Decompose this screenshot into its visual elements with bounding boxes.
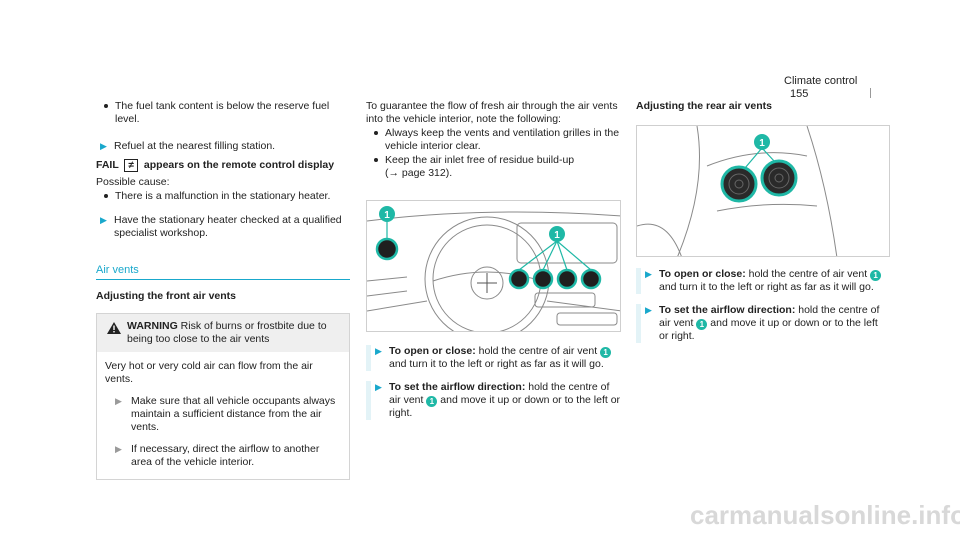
rear-vents-illustration: 1: [636, 125, 890, 257]
warning-box: WARNING Risk of burns or frostbite due t…: [96, 313, 350, 480]
list-item: Always keep the vents and ventilation gr…: [371, 127, 621, 153]
possible-cause-label: Possible cause:: [96, 176, 170, 188]
arrow-icon: ▶: [375, 346, 382, 356]
rear-vents-drawing: 1: [637, 126, 838, 256]
watermark-text: carmanualsonline.info: [690, 500, 960, 530]
warning-body: Very hot or very cold air can flow from …: [97, 352, 349, 479]
arrow-icon: ▶: [100, 141, 107, 151]
column-2: To guarantee the flow of fresh air throu…: [366, 100, 621, 180]
vent-number-badge: 1: [600, 347, 612, 358]
section-name: Climate control: [784, 75, 858, 87]
callout-number: 1: [384, 210, 390, 221]
step-item: ▶ Make sure that all vehicle occupants a…: [115, 395, 336, 433]
list-item: There is a malfunction in the stationary…: [101, 190, 351, 203]
list-item: Keep the air inlet free of residue build…: [371, 154, 621, 180]
column-3-steps: ▶ To open or close: hold the centre of a…: [636, 268, 890, 343]
step-item: ▶ Refuel at the nearest filling station.: [100, 140, 276, 152]
section-title: Air vents: [96, 264, 139, 276]
section-rule: [96, 279, 350, 280]
warning-header: WARNING Risk of burns or frostbite due t…: [97, 314, 349, 352]
arrow-icon: ▶: [115, 396, 122, 406]
vent-number-badge: 1: [426, 396, 438, 407]
vent-number-badge: 1: [870, 270, 882, 281]
list-item: The fuel tank content is below the reser…: [101, 100, 351, 126]
step-item: ▶ If necessary, direct the airflow to an…: [115, 443, 320, 468]
step-item: ▶ To set the airflow direction: hold the…: [636, 304, 890, 343]
callout-number: 1: [759, 138, 765, 149]
page-reference: (→ page 312).: [385, 167, 453, 179]
page-header: Climate control 155: [784, 75, 884, 101]
arrow-icon: ▶: [100, 215, 107, 225]
rear-vents-heading: Adjusting the rear air vents: [636, 100, 772, 112]
dashboard-drawing: 1 1: [367, 206, 620, 331]
fuel-heater-icon: ≠: [124, 159, 138, 172]
step-item: ▶ To open or close: hold the centre of a…: [366, 345, 621, 371]
arrow-icon: ▶: [115, 444, 122, 454]
column-1: The fuel tank content is below the reser…: [96, 100, 351, 480]
intro-text: To guarantee the flow of fresh air throu…: [366, 100, 618, 125]
fail-message-heading: FAIL ≠ appears on the remote control dis…: [96, 159, 335, 172]
warning-label: WARNING: [127, 320, 178, 332]
subheading: Adjusting the front air vents: [96, 290, 237, 302]
page-number: 155: [790, 88, 809, 100]
vent-number-badge: 1: [696, 319, 708, 330]
arrow-icon: ▶: [645, 269, 652, 279]
column-2-steps: ▶ To open or close: hold the centre of a…: [366, 345, 621, 420]
step-item: ▶ To set the airflow direction: hold the…: [366, 381, 621, 420]
callout-number: 1: [554, 230, 560, 241]
warning-text: Risk of burns or frostbite due to being …: [127, 320, 327, 345]
arrow-icon: ▶: [645, 305, 652, 315]
step-item: ▶ Have the stationary heater checked at …: [100, 214, 342, 239]
step-item: ▶ To open or close: hold the centre of a…: [636, 268, 890, 294]
front-vents-illustration: 1 1: [366, 200, 621, 332]
header-rule: [870, 88, 871, 98]
warning-triangle-icon: [107, 322, 121, 334]
arrow-icon: ▶: [375, 382, 382, 392]
